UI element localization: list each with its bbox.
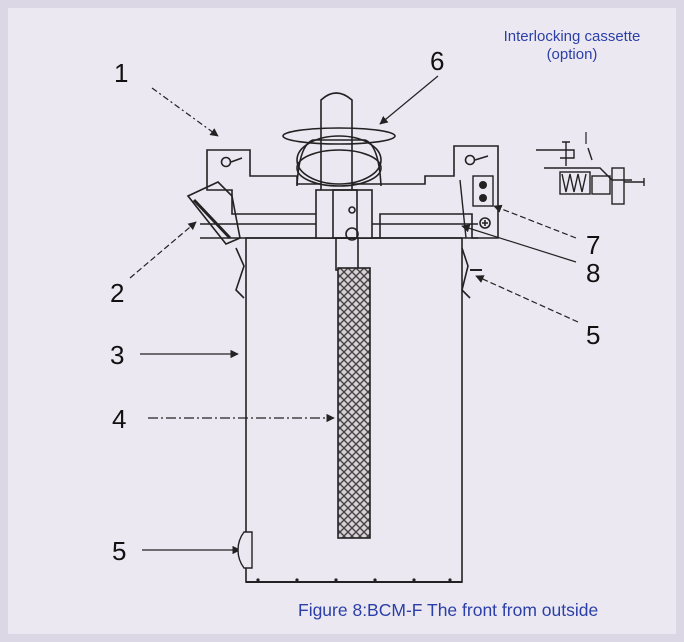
cassette-subtitle: (option) [546, 46, 598, 63]
grounding-rod [337, 267, 371, 539]
callout-5-right: 5 [586, 320, 601, 350]
cassette-label: Interlocking cassette (option) [482, 28, 662, 64]
callout-8: 8 [586, 258, 601, 288]
cassette-title: Interlocking cassette [503, 28, 641, 45]
callout-5-bottom: 5 [112, 536, 127, 566]
leader-lines [129, 75, 587, 555]
callout-7: 7 [586, 230, 601, 260]
left-flap [186, 181, 471, 299]
callout-1: 1 [114, 58, 129, 88]
callout-3: 3 [110, 340, 125, 370]
bottom-rivets [256, 578, 452, 582]
callout-6: 6 [430, 46, 445, 76]
callout-4: 4 [112, 404, 127, 434]
bottom-knob [237, 531, 253, 569]
interlocking-cassette-drawing [536, 141, 645, 205]
insulator [282, 92, 396, 271]
figure-caption: Figure 8:BCM-F The front from outside [298, 600, 599, 620]
callout-2: 2 [110, 278, 125, 308]
